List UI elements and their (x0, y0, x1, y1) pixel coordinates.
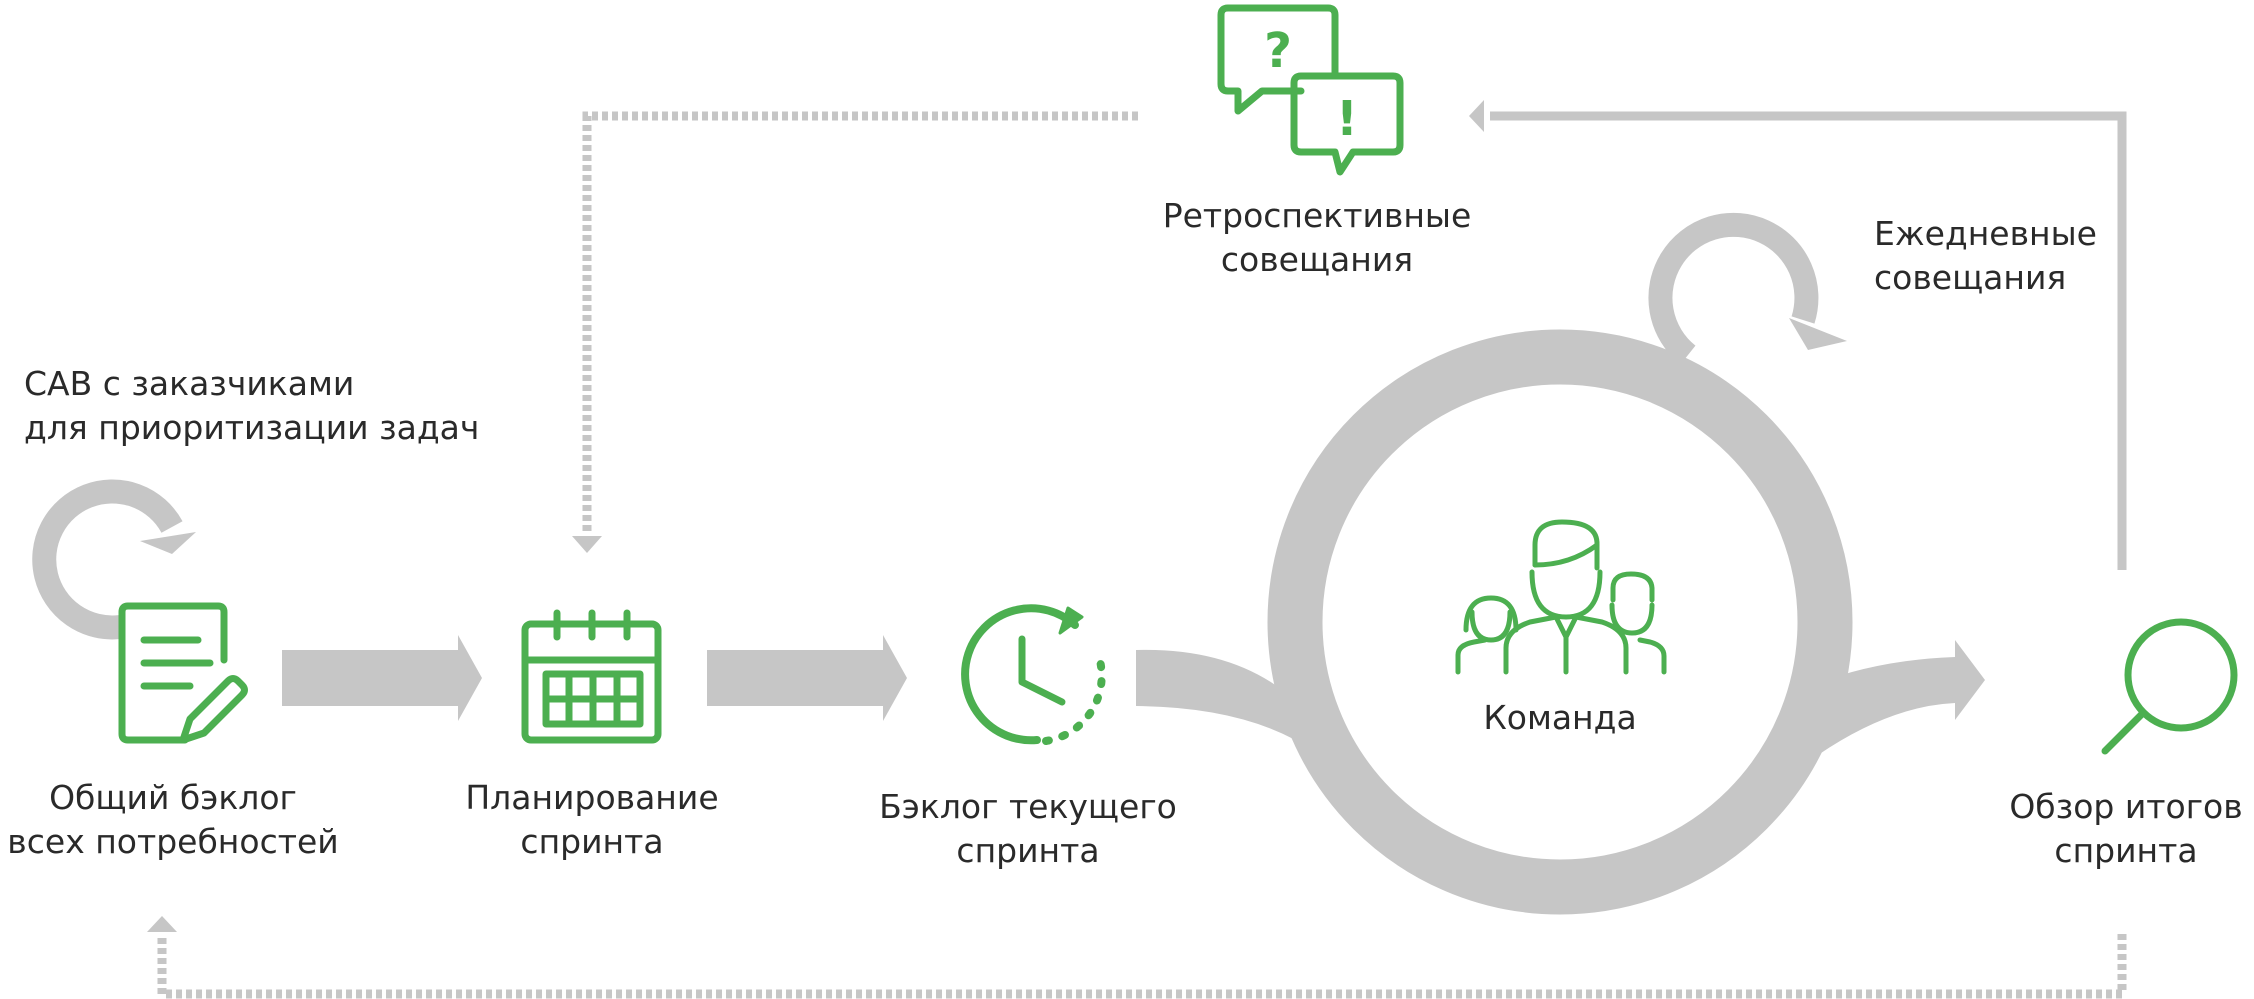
band-into-team-cycle (1136, 649, 1315, 752)
clock-icon (961, 604, 1106, 745)
document-pencil-icon (118, 602, 248, 744)
arrow-planning-to-sprint-backlog (707, 635, 907, 721)
backlog-label-line1: Общий бэклог (49, 778, 297, 817)
retro-label: Ретроспективные совещания (1163, 194, 1472, 282)
sprint-backlog-label-line2: спринта (956, 831, 1100, 870)
chat-bubbles-icon (1217, 4, 1404, 176)
band-out-of-team-cycle (1800, 640, 1985, 755)
sprint-backlog-label-line1: Бэклог текущего (879, 787, 1177, 826)
backlog-input-arrowhead (147, 916, 177, 932)
review-label: Обзор итогов спринта (2009, 785, 2242, 873)
cab-annotation-line1: CAB с заказчиками (24, 364, 355, 403)
daily-loop-arrowhead (1789, 318, 1847, 350)
retro-input-arrowhead (1469, 100, 1484, 132)
review-label-line2: спринта (2054, 831, 2198, 870)
retro-label-line2: совещания (1220, 240, 1414, 279)
review-label-line1: Обзор итогов (2009, 787, 2243, 826)
dashed-line-retro-to-planning (582, 111, 1138, 535)
team-label: Команда (1483, 696, 1636, 740)
team-label-text: Команда (1483, 698, 1637, 737)
flow-connectors (32, 100, 2127, 999)
planning-label-line2: спринта (520, 822, 664, 861)
backlog-label: Общий бэклог всех потребностей (7, 776, 338, 864)
exclamation-mark-glyph: ! (1336, 91, 1358, 147)
cab-loop-arc (32, 479, 183, 640)
cab-annotation-line2: для приоритизации задач (24, 408, 480, 447)
planning-label: Планирование спринта (465, 776, 718, 864)
cab-annotation: CAB с заказчиками для приоритизации зада… (24, 362, 479, 450)
backlog-label-line2: всех потребностей (7, 822, 339, 861)
team-cycle-ring (1267, 329, 1853, 915)
team-icon (1455, 519, 1667, 675)
question-mark-glyph: ? (1264, 23, 1292, 79)
planning-label-line1: Планирование (465, 778, 719, 817)
line-review-to-retro (1490, 111, 2127, 570)
daily-annotation-line1: Ежедневные (1874, 214, 2097, 253)
daily-annotation: Ежедневные совещания (1874, 212, 2097, 300)
magnifier-icon (2101, 618, 2238, 755)
calendar-icon (521, 609, 662, 744)
planning-input-arrowhead (572, 536, 602, 553)
cab-loop-arrowhead (140, 532, 196, 554)
retro-label-line1: Ретроспективные (1162, 196, 1472, 235)
sprint-backlog-label: Бэклог текущего спринта (879, 785, 1177, 873)
dashed-line-review-to-backlog (157, 934, 2127, 999)
daily-loop-arc (1648, 212, 1819, 365)
daily-annotation-line2: совещания (1874, 258, 2067, 297)
arrow-backlog-to-planning (282, 635, 482, 721)
